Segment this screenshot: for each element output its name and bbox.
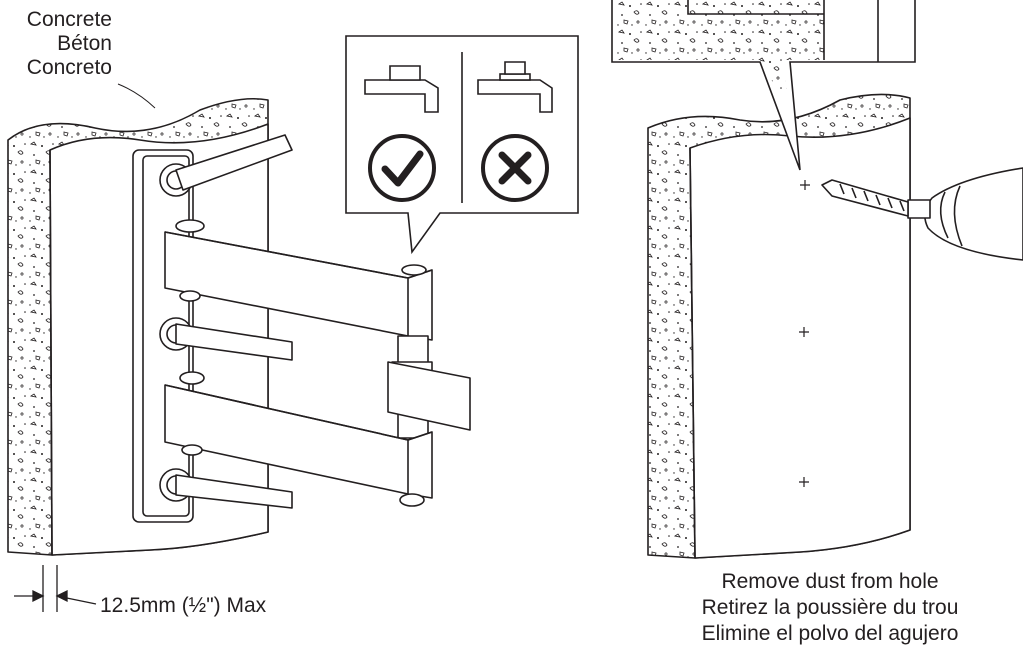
max-depth-dimension xyxy=(14,565,97,612)
material-label-fr: Béton xyxy=(57,32,112,55)
dust-instruction-es: Elimine el polvo del agujero xyxy=(701,622,959,645)
concrete-label-leader xyxy=(117,83,156,109)
right-concrete-wall xyxy=(647,93,911,559)
dust-instruction-en: Remove dust from hole xyxy=(721,570,939,593)
hole-detail-callout xyxy=(611,0,916,171)
dust-instruction-fr: Retirez la poussière du trou xyxy=(701,596,959,619)
material-label-en: Concrete xyxy=(26,8,112,31)
max-depth-label: 12.5mm (½") Max xyxy=(100,594,267,617)
material-label: Concrete Béton Concreto xyxy=(6,8,112,80)
material-label-es: Concreto xyxy=(26,56,112,79)
wall-mount-bracket xyxy=(132,134,471,523)
dust-instruction: Remove dust from hole Retirez la poussiè… xyxy=(655,570,1005,648)
pilot-hole-marks xyxy=(799,180,810,487)
checkmark-icon xyxy=(368,134,436,202)
drill xyxy=(821,167,1023,261)
x-icon xyxy=(481,134,549,202)
